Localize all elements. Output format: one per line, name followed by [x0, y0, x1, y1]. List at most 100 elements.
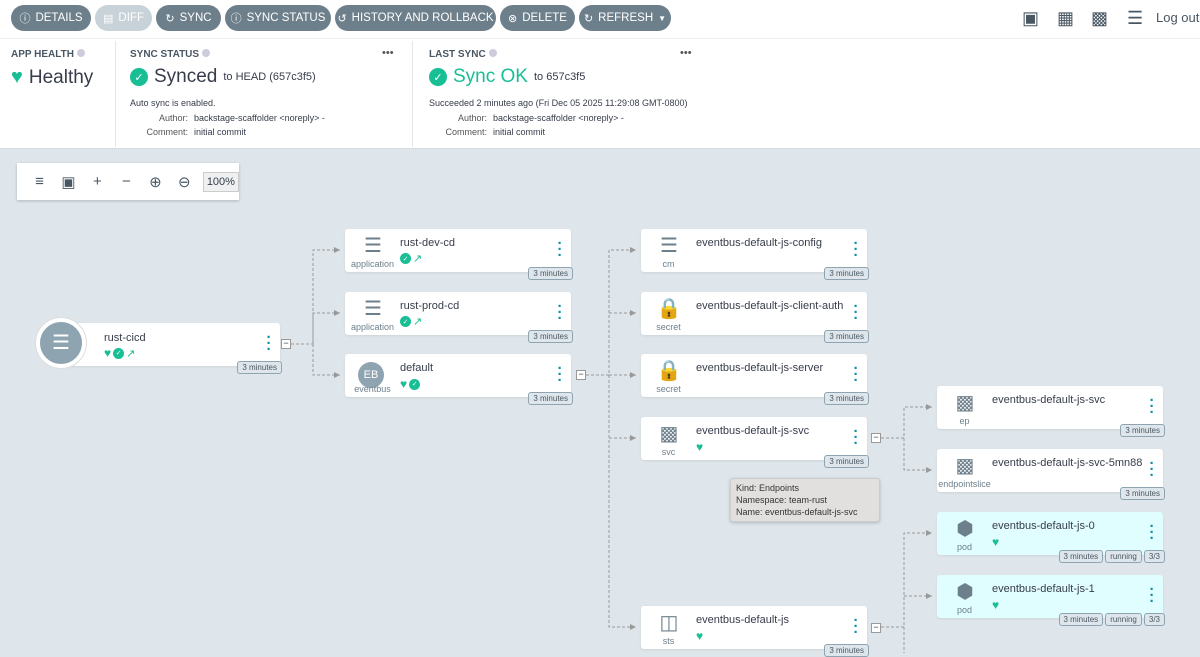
- resource-kind: secret: [656, 322, 681, 332]
- sync-icon: ↻: [165, 12, 175, 25]
- external-link-icon[interactable]: ↗: [413, 316, 423, 328]
- heart-icon: ♥: [992, 598, 1000, 612]
- network-view-icon[interactable]: ▩: [1091, 8, 1109, 28]
- kebab-menu-icon[interactable]: ···: [853, 612, 859, 641]
- kebab-menu-icon[interactable]: ···: [853, 360, 859, 389]
- caret-down-icon: ▼: [658, 13, 667, 23]
- resource-kind: eventbus: [354, 384, 391, 394]
- help-icon[interactable]: [488, 49, 497, 57]
- fit-screen-icon[interactable]: ▣: [61, 173, 76, 191]
- graph-edge: [881, 406, 932, 439]
- help-icon[interactable]: [202, 49, 211, 57]
- delete-button[interactable]: ⊗DELETE: [500, 5, 575, 31]
- resource-name: eventbus-default-js-svc-5mn88: [992, 457, 1143, 469]
- kebab-menu-icon[interactable]: ···: [853, 298, 859, 327]
- heart-icon: ♥: [992, 535, 1000, 549]
- node-badge: running: [1105, 613, 1142, 626]
- resource-name: eventbus-default-js-svc: [696, 425, 810, 437]
- kebab-menu-icon[interactable]: ···: [557, 235, 563, 264]
- graph-edge: [312, 312, 340, 344]
- author-label: Author:: [457, 113, 487, 123]
- refresh-icon: ↻: [583, 12, 594, 25]
- edge-arrow: [334, 372, 340, 378]
- file-icon: ▤: [103, 12, 114, 25]
- app-health-section: APP HEALTH ♥Healthy: [0, 39, 115, 149]
- kebab-menu-icon[interactable]: ···: [1149, 518, 1155, 547]
- zoom-out-icon[interactable]: ⊖: [178, 173, 191, 191]
- kebab-menu-icon[interactable]: ···: [557, 360, 563, 389]
- tree-view-icon[interactable]: ▣: [1022, 8, 1040, 28]
- external-link-icon[interactable]: ↗: [413, 253, 423, 265]
- sync-status-header: SYNC STATUS: [130, 49, 200, 60]
- application-icon: ☰: [36, 318, 86, 368]
- zoom-in-icon[interactable]: ⊕: [149, 173, 162, 191]
- node-badge: 3 minutes: [1058, 550, 1104, 563]
- collapse-toggle[interactable]: −: [576, 370, 586, 380]
- logout-link[interactable]: Log out: [1156, 10, 1200, 25]
- expand-icon[interactable]: +: [93, 173, 102, 190]
- node-badge: 3/3: [1143, 613, 1165, 626]
- author-value: backstage-scaffolder <noreply> -: [493, 113, 624, 123]
- kebab-menu-icon[interactable]: ···: [1149, 392, 1155, 421]
- check-circle-icon: ✓: [409, 378, 421, 390]
- secret-icon: 🔒: [656, 360, 682, 382]
- heart-icon: ♥: [696, 440, 704, 454]
- more-icon[interactable]: •••: [382, 47, 394, 59]
- history-icon: ↺: [337, 12, 347, 25]
- collapse-toggle[interactable]: −: [871, 623, 881, 633]
- resource-name: eventbus-default-js-client-auth: [696, 300, 844, 312]
- status-panel: APP HEALTH ♥Healthy SYNC STATUS ••• ✓Syn…: [0, 38, 1200, 149]
- kebab-menu-icon[interactable]: ···: [557, 298, 563, 327]
- help-icon[interactable]: [76, 49, 85, 57]
- collapse-toggle[interactable]: −: [871, 433, 881, 443]
- kebab-menu-icon[interactable]: ···: [853, 423, 859, 452]
- history-and-rollback-button[interactable]: ↺HISTORY AND ROLLBACK: [335, 5, 496, 31]
- button-label: DELETE: [522, 12, 567, 24]
- collapse-icon[interactable]: −: [122, 173, 131, 190]
- eventbus-icon: EB: [358, 362, 384, 388]
- align-left-icon[interactable]: ≡: [35, 173, 44, 190]
- resource-node[interactable]: rust-cicd♥✓↗···3 minutes: [60, 323, 282, 374]
- external-link-icon[interactable]: ↗: [126, 347, 136, 360]
- resource-tooltip: Kind: Endpoints Namespace: team-rust Nam…: [730, 478, 880, 522]
- resource-name: rust-prod-cd: [400, 300, 460, 312]
- application-icon: ☰: [364, 235, 382, 257]
- graph-toolbar: ≡ ▣ + − ⊕ ⊖ 100%: [17, 163, 239, 200]
- resource-kind: application: [350, 259, 395, 269]
- list-view-icon[interactable]: ☰: [1127, 8, 1144, 28]
- diff-button[interactable]: ▤DIFF: [95, 5, 152, 31]
- kebab-menu-icon[interactable]: ···: [853, 235, 859, 264]
- kebab-menu-icon[interactable]: ···: [1149, 455, 1155, 484]
- resource-kind: secret: [656, 384, 681, 394]
- check-circle-icon: ✓: [429, 68, 447, 86]
- kebab-menu-icon[interactable]: ···: [1149, 581, 1155, 610]
- info-icon: ⓘ: [19, 13, 31, 25]
- more-icon[interactable]: •••: [680, 47, 692, 59]
- resource-name: default: [400, 362, 434, 374]
- sync-button[interactable]: ↻SYNC: [156, 5, 221, 31]
- endpointslice-icon: ▩: [955, 455, 975, 477]
- refresh-button[interactable]: ↻REFRESH▼: [579, 5, 671, 31]
- collapse-toggle[interactable]: −: [281, 339, 291, 349]
- edge-arrow: [926, 404, 932, 410]
- pods-view-icon[interactable]: ▦: [1057, 8, 1075, 28]
- resource-name: eventbus-default-js-0: [992, 520, 1095, 532]
- kebab-menu-icon[interactable]: ···: [266, 329, 272, 358]
- graph-edge: [291, 249, 340, 345]
